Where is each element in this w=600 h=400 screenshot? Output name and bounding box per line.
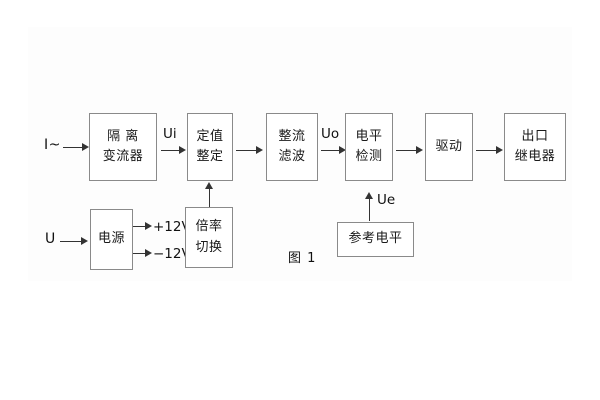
block-isolation-ct-line2: 变流器 [102,149,144,164]
line-reference-to-level-detect [369,197,370,221]
line-isolation-ct-to-setpoint [161,150,180,151]
block-power-supply[interactable]: 电源 [90,209,133,270]
block-rectifier-filter-line1: 整流 [278,128,306,144]
arrowhead-ui [179,146,186,154]
arrowhead-setpoint-to-rectifier [256,146,263,154]
signal-label-uo: Uo [321,126,340,142]
line-voltage-to-power-supply [60,241,82,242]
block-setpoint-line2: 整定 [196,149,224,164]
arrowhead-multiplier-to-setpoint [205,182,213,189]
signal-label-ui: Ui [163,126,177,142]
block-level-detect[interactable]: 电平 检测 [345,113,393,181]
block-reference-level-line1: 参考电平 [348,231,403,247]
block-multiplier-switch-line2: 切换 [195,239,223,255]
line-level-detect-to-driver [396,150,417,151]
line-rectifier-to-level-detect [321,150,340,151]
line-setpoint-to-rectifier [236,150,257,151]
line-current-to-isolation-ct [63,147,83,148]
block-power-supply-line1: 电源 [97,231,125,247]
block-level-detect-line1: 电平 [355,128,383,144]
block-driver[interactable]: 驱动 [425,113,473,181]
block-rectifier-filter[interactable]: 整流 滤波 [266,113,318,181]
block-isolation-ct[interactable]: 隔 离 变流器 [89,113,157,181]
block-rectifier-filter-line2: 滤波 [278,149,306,164]
arrowhead-level-detect-to-driver [416,146,423,154]
block-multiplier-switch[interactable]: 倍率 切换 [185,207,233,268]
signal-label-ue: Ue [377,192,396,208]
line-driver-to-output-relay [476,150,497,151]
arrowhead-current-input [82,143,89,151]
signal-label-plus12v: +12V [153,219,191,235]
signal-label-minus12v: −12V [153,246,191,262]
block-reference-level[interactable]: 参考电平 [337,222,414,257]
arrowhead-plus12v [145,222,152,230]
block-output-relay-line2: 继电器 [514,149,556,164]
figure-caption: 图 1 [288,251,317,266]
block-setpoint-line1: 定值 [196,128,224,144]
line-multiplier-to-setpoint [209,188,210,207]
input-current-label: I~ [44,137,61,153]
input-voltage-label: U [45,231,56,247]
arrowhead-ue [365,192,373,199]
block-isolation-ct-line1: 隔 离 [107,128,139,144]
line-plus12v [133,226,146,227]
arrowhead-voltage-input [81,237,88,245]
arrowhead-minus12v [145,249,152,257]
block-setpoint[interactable]: 定值 整定 [187,113,233,181]
block-output-relay-line1: 出口 [521,128,549,144]
block-output-relay[interactable]: 出口 继电器 [504,113,566,181]
arrowhead-uo [339,146,346,154]
block-multiplier-switch-line1: 倍率 [195,219,223,235]
block-driver-line1: 驱动 [435,138,463,154]
block-level-detect-line2: 检测 [355,149,383,164]
line-minus12v [133,253,146,254]
arrowhead-driver-to-output-relay [496,146,503,154]
